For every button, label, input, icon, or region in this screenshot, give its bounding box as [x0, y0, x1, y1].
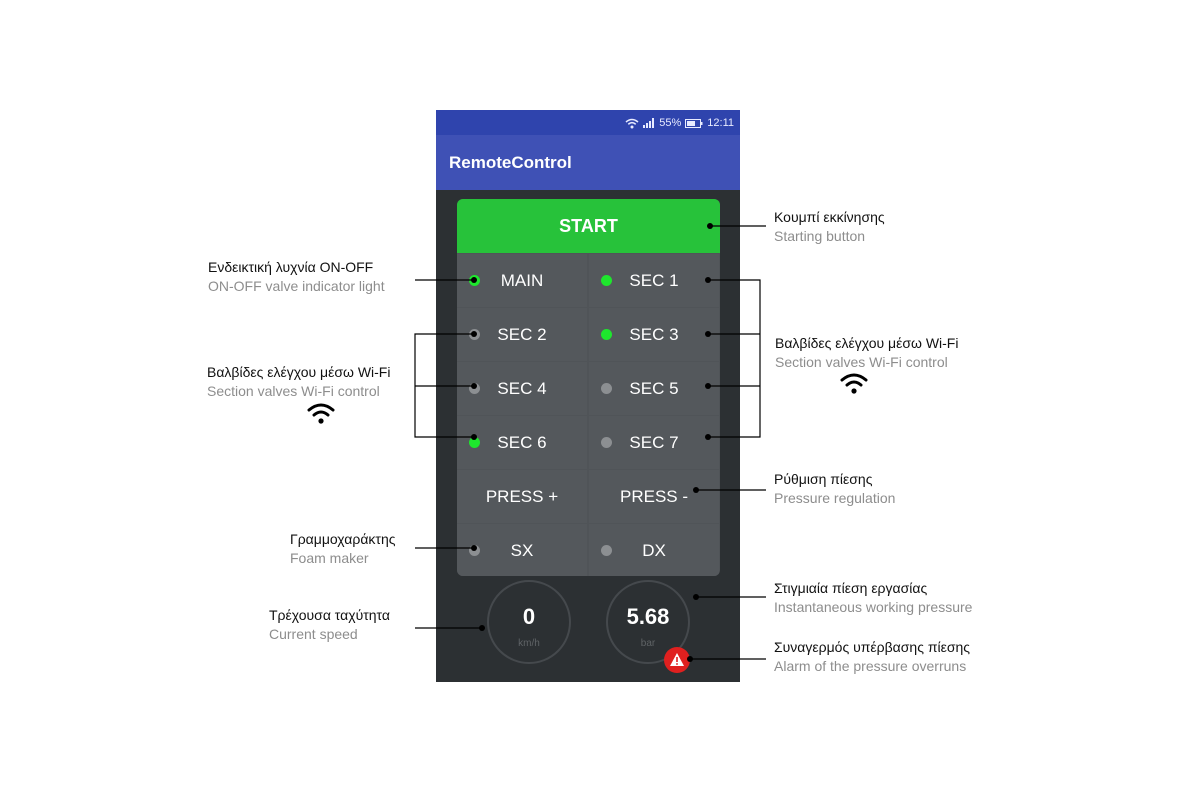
sec2-valve-button[interactable]: SEC 2 — [457, 308, 587, 361]
sec4-valve-button[interactable]: SEC 4 — [457, 362, 587, 415]
sx-foam-button[interactable]: SX — [457, 524, 587, 576]
battery-percent: 55% — [659, 117, 682, 129]
annotation-working-pressure-greek: Στιγμιαία πίεση εργασίας — [774, 580, 928, 596]
annotation-indicator-greek: Ενδεικτική λυχνία ON-OFF — [208, 259, 374, 275]
annotation-pressure-alarm-english: Alarm of the pressure overruns — [774, 658, 967, 674]
sec3-indicator-dot — [601, 329, 612, 340]
app-title: RemoteControl — [449, 153, 572, 172]
sec1-valve-button[interactable]: SEC 1 — [589, 254, 719, 307]
annotation-foam-maker-english: Foam maker — [290, 550, 369, 566]
warning-triangle-icon — [670, 653, 684, 666]
press-plus-button[interactable]: PRESS + — [457, 470, 587, 523]
annotation-foam-maker: Γραμμοχαράκτης Foam maker — [290, 530, 396, 568]
wifi-status-icon — [625, 118, 639, 128]
annotation-current-speed-greek: Τρέχουσα ταχύτητα — [269, 607, 390, 623]
annotation-pressure-alarm: Συναγερμός υπέρβασης πίεσης Alarm of the… — [774, 638, 970, 676]
pressure-alarm-icon[interactable] — [664, 647, 690, 673]
dx-label: DX — [642, 540, 666, 560]
sec6-valve-button[interactable]: SEC 6 — [457, 416, 587, 469]
press-plus-label: PRESS + — [485, 486, 559, 506]
annotation-pressure-regulation-english: Pressure regulation — [774, 490, 896, 506]
sec6-label: SEC 6 — [497, 432, 547, 452]
annotation-valves-right-greek: Βαλβίδες ελέγχου μέσω Wi-Fi — [775, 335, 959, 351]
sec2-label: SEC 2 — [497, 324, 547, 344]
annotation-working-pressure: Στιγμιαία πίεση εργασίας Instantaneous w… — [774, 579, 972, 617]
sec6-indicator-dot — [469, 437, 480, 448]
annotation-working-pressure-english: Instantaneous working pressure — [774, 599, 973, 615]
dx-foam-button[interactable]: DX — [589, 524, 719, 576]
start-button[interactable]: START — [457, 199, 720, 253]
sec1-label: SEC 1 — [629, 270, 679, 290]
speed-unit: km/h — [518, 638, 540, 649]
control-panel: START MAIN SEC 1 SEC 2 SEC 3 SEC 4 SEC 5 — [457, 199, 720, 576]
press-minus-label: PRESS - — [619, 486, 689, 506]
speed-value: 0 — [522, 604, 536, 629]
annotation-valves-left: Βαλβίδες ελέγχου μέσω Wi-Fi Section valv… — [207, 363, 390, 401]
speed-gauge: 0 km/h — [487, 580, 571, 664]
annotation-pressure-alarm-greek: Συναγερμός υπέρβασης πίεσης — [774, 639, 971, 655]
status-bar: 55% 12:11 — [436, 110, 740, 135]
sec5-valve-button[interactable]: SEC 5 — [589, 362, 719, 415]
annotation-indicator-english: ON-OFF valve indicator light — [208, 278, 385, 294]
annotation-valves-left-greek: Βαλβίδες ελέγχου μέσω Wi-Fi — [207, 364, 391, 380]
pressure-gauge: 5.68 bar — [606, 580, 690, 664]
annotation-current-speed-english: Current speed — [269, 626, 358, 642]
signal-icon — [643, 118, 655, 128]
annotation-valves-left-english: Section valves Wi-Fi control — [207, 383, 380, 399]
annotation-start-english: Starting button — [774, 228, 866, 244]
annotation-pressure-regulation-greek: Ρύθμιση πίεσης — [774, 471, 873, 487]
sec5-indicator-dot — [601, 383, 612, 394]
annotation-indicator: Ενδεικτική λυχνία ON-OFF ON-OFF valve in… — [208, 258, 385, 296]
pressure-value: 5.68 — [626, 604, 670, 629]
annotation-valves-right-english: Section valves Wi-Fi control — [775, 354, 948, 370]
sec1-indicator-dot — [601, 275, 612, 286]
sec7-valve-button[interactable]: SEC 7 — [589, 416, 719, 469]
annotation-foam-maker-greek: Γραμμοχαράκτης — [290, 531, 396, 547]
sec3-valve-button[interactable]: SEC 3 — [589, 308, 719, 361]
sec4-label: SEC 4 — [497, 378, 547, 398]
phone-screen: 55% 12:11 RemoteControl START MAIN SEC 1… — [436, 110, 740, 682]
sec7-label: SEC 7 — [629, 432, 679, 452]
battery-icon — [685, 118, 703, 128]
sec7-indicator-dot — [601, 437, 612, 448]
annotation-pressure-regulation: Ρύθμιση πίεσης Pressure regulation — [774, 470, 895, 508]
wifi-icon — [307, 403, 335, 424]
press-minus-button[interactable]: PRESS - — [589, 470, 719, 523]
app-bar: RemoteControl — [436, 135, 740, 190]
sx-label: SX — [510, 540, 534, 560]
annotation-start-greek: Κουμπί εκκίνησης — [774, 209, 885, 225]
main-label: MAIN — [500, 270, 544, 290]
pressure-unit: bar — [640, 638, 656, 649]
sec5-label: SEC 5 — [629, 378, 679, 398]
main-valve-button[interactable]: MAIN — [457, 254, 587, 307]
status-time: 12:11 — [707, 117, 734, 129]
dx-indicator-dot — [601, 545, 612, 556]
annotation-valves-right: Βαλβίδες ελέγχου μέσω Wi-Fi Section valv… — [775, 334, 958, 372]
sec3-label: SEC 3 — [629, 324, 679, 344]
annotation-start: Κουμπί εκκίνησης Starting button — [774, 208, 885, 246]
annotation-current-speed: Τρέχουσα ταχύτητα Current speed — [269, 606, 390, 644]
wifi-icon — [840, 373, 868, 394]
